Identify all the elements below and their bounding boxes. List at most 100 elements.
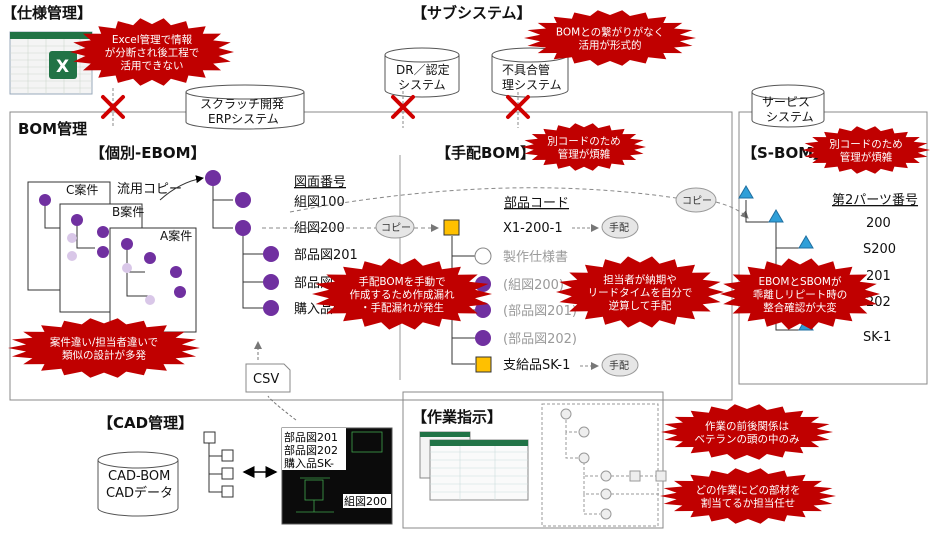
work-header: 【作業指示】: [412, 408, 502, 426]
svg-text:組図200: 組図200: [344, 495, 387, 508]
burst-shape: [661, 404, 833, 460]
svg-text:B案件: B案件: [112, 204, 144, 219]
red-x-icon: [101, 95, 530, 119]
burst-text: 案件違い/担当者違いで: [50, 336, 158, 349]
csv-note: CSV: [245, 341, 297, 421]
burst-shape: [660, 468, 836, 524]
burst-text: が分断され後工程で: [105, 46, 200, 59]
svg-text:コピー: コピー: [381, 222, 411, 234]
burst-text: 整合確認が大変: [763, 301, 837, 314]
svg-text:手配: 手配: [609, 359, 629, 372]
work-instruction-box: [402, 391, 664, 529]
ebom-tree: 流用コピー 図面番号 組図100 組図200 部品図201 部品図 購入品S: [117, 170, 358, 317]
indiv-ebom-header: 【個別-EBOM】: [90, 144, 206, 162]
burst-text: 活用できない: [121, 60, 184, 72]
svg-text:製作仕様書: 製作仕様書: [503, 250, 568, 265]
burst-shape: [802, 126, 930, 174]
svg-text:200: 200: [866, 216, 891, 231]
svg-text:システム: システム: [398, 78, 446, 92]
svg-text:システム: システム: [766, 110, 814, 124]
bom-header: BOM管理: [18, 120, 87, 138]
svg-text:CSV: CSV: [253, 372, 279, 387]
svg-text:部品図202: 部品図202: [284, 443, 338, 457]
svg-text:A案件: A案件: [160, 228, 192, 243]
burst-text: 手配BOMを手動で: [358, 275, 445, 288]
burst-text: 類似の設計が多発: [62, 349, 146, 362]
svg-text:X1-200-1: X1-200-1: [503, 221, 563, 236]
burst-text: BOMとの繋がりがなく: [556, 26, 664, 39]
service-box: [738, 111, 928, 385]
svg-text:SK-1: SK-1: [863, 330, 891, 345]
sbom-header: 【S-BOM】: [742, 144, 828, 162]
burst-text: 別コードのため: [829, 139, 903, 151]
svg-text:サービス: サービス: [762, 95, 810, 109]
burst-shape: [312, 258, 492, 330]
erp-cylinder: スクラッチ開発 ERPシステム: [185, 84, 305, 130]
spec-header: 【仕様管理】: [2, 4, 92, 22]
burst-text: 逆算して手配: [609, 299, 672, 312]
svg-text:部品図201: 部品図201: [294, 248, 358, 263]
svg-text:C案件: C案件: [66, 182, 98, 197]
mbom-header: 【手配BOM】: [436, 144, 535, 162]
burst-text: Excel管理で情報: [112, 33, 193, 46]
svg-text:部品コード: 部品コード: [504, 196, 569, 211]
burst-text: ・手配漏れが発生: [360, 301, 444, 314]
burst-text: EBOMとSBOMが: [759, 275, 842, 288]
svg-text:手配: 手配: [609, 221, 629, 234]
svg-text:購入品SK-: 購入品SK-: [284, 456, 334, 470]
svg-text:202: 202: [866, 295, 891, 310]
svg-text:DR／認定: DR／認定: [396, 62, 450, 77]
copy-connectors: コピー コピー: [262, 187, 749, 239]
svg-text:S200: S200: [863, 242, 896, 257]
cad-tree: [203, 431, 234, 498]
svg-text:201: 201: [866, 269, 891, 284]
subsystem-header: 【サブシステム】: [412, 4, 532, 22]
burst-text: 活用が形式的: [579, 39, 642, 52]
mbom-tree: 部品コード X1-200-1 製作仕様書 (組図200) (部品図201) (部…: [443, 196, 639, 377]
svg-text:第2パーツ番号: 第2パーツ番号: [832, 193, 918, 208]
burst-text: 作成するため作成漏れ: [350, 289, 455, 301]
burst-text: 別コードのため: [547, 136, 621, 148]
burst-text: 割当てるか担当任せ: [701, 497, 796, 510]
excel-icon: X: [9, 31, 93, 95]
burst-text: どの作業にどの部材を: [696, 484, 801, 497]
burst-shape: [720, 258, 880, 330]
case-stacks: C案件 B案件 A案件: [27, 181, 197, 333]
svg-text:(部品図202): (部品図202): [503, 332, 577, 347]
svg-text:スクラッチ開発: スクラッチ開発: [200, 97, 284, 111]
svg-text:不具合管: 不具合管: [502, 62, 550, 77]
svg-text:図面番号: 図面番号: [294, 175, 346, 190]
burst-shape: [524, 10, 696, 66]
burst-text: 管理が煩雑: [558, 148, 611, 161]
burst-shape: [556, 256, 724, 328]
burst-text: 乖離しリピート時の: [753, 288, 848, 301]
svg-text:流用コピー: 流用コピー: [117, 182, 182, 197]
svg-text:理システム: 理システム: [502, 78, 562, 92]
cad-drawing-icon: 部品図201 部品図202 購入品SK- 組図200: [281, 427, 393, 525]
burst-text: ベテランの頭の中のみ: [695, 433, 800, 446]
burst-text: リードタイムを自分で: [588, 286, 693, 299]
svg-text:(組図200): (組図200): [503, 278, 564, 293]
workflow-icon: [541, 403, 667, 527]
svg-text:部品図201: 部品図201: [284, 430, 338, 444]
svg-text:(部品図201): (部品図201): [503, 304, 577, 319]
burst-text: 作業の前後関係は: [705, 420, 789, 433]
svg-text:CADデータ: CADデータ: [106, 485, 173, 501]
dr-system-cylinder: DR／認定 システム: [384, 47, 460, 98]
burst-shape: [70, 18, 234, 86]
svg-text:組図100: 組図100: [294, 195, 345, 210]
burst-shape: [522, 123, 646, 171]
sbom-tree: 第2パーツ番号 200 S200 201 202 SK-1: [738, 185, 918, 345]
cad-header: 【CAD管理】: [98, 414, 193, 432]
